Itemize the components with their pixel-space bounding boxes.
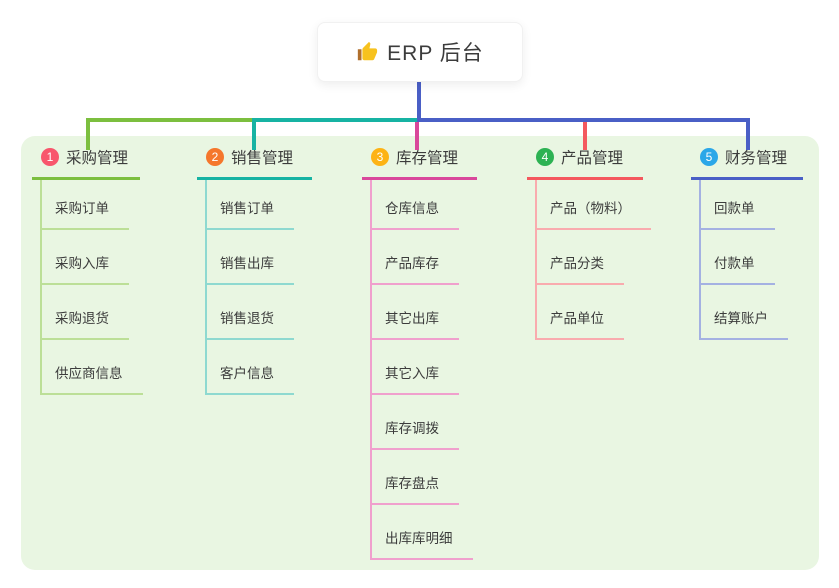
branch-number-badge: 5 — [700, 148, 718, 166]
branch-item-label: 采购订单 — [42, 197, 129, 230]
branch-item-label: 销售订单 — [207, 197, 294, 230]
branch-label: 销售管理 — [231, 150, 294, 167]
branch-item[interactable]: 仓库信息 — [372, 180, 477, 230]
branch-item-label: 产品（物料） — [537, 197, 651, 230]
branch-item[interactable]: 客户信息 — [207, 340, 312, 395]
branch-items: 采购订单 采购入库 采购退货 供应商信息 — [40, 180, 143, 395]
branch-item[interactable]: 结算账户 — [701, 285, 803, 340]
branch-header-sales[interactable]: 2 销售管理 — [197, 146, 312, 180]
branch-item-label: 销售出库 — [207, 252, 294, 285]
branch-item-label: 库存调拨 — [372, 417, 459, 450]
branch-number-badge: 3 — [371, 148, 389, 166]
branch-item[interactable]: 库存调拨 — [372, 395, 477, 450]
branch-item-label: 销售退货 — [207, 307, 294, 340]
branch-item[interactable]: 产品分类 — [537, 230, 643, 285]
branch-item-label: 产品分类 — [537, 252, 624, 285]
branches-background-panel — [21, 136, 819, 570]
branch-item-label: 供应商信息 — [42, 362, 143, 395]
branch-header-purchasing[interactable]: 1 采购管理 — [32, 146, 140, 180]
branch-item[interactable]: 采购订单 — [42, 180, 140, 230]
branch-item[interactable]: 采购入库 — [42, 230, 140, 285]
root-node-erp-backend[interactable]: ERP 后台 — [317, 22, 523, 82]
branch-item-label: 产品库存 — [372, 252, 459, 285]
branch-header-product[interactable]: 4 产品管理 — [527, 146, 643, 180]
branch-finance: 5 财务管理 回款单 付款单 结算账户 — [691, 146, 803, 340]
branch-item-label: 结算账户 — [701, 307, 788, 340]
branch-item[interactable]: 出库库明细 — [372, 505, 477, 560]
branch-item[interactable]: 供应商信息 — [42, 340, 143, 395]
branch-item[interactable]: 付款单 — [701, 230, 803, 285]
branch-label: 采购管理 — [66, 150, 129, 167]
branch-item[interactable]: 产品（物料） — [537, 180, 651, 230]
thumbs-up-icon — [358, 41, 378, 61]
branch-product: 4 产品管理 产品（物料） 产品分类 产品单位 — [527, 146, 651, 340]
branch-header-inventory[interactable]: 3 库存管理 — [362, 146, 477, 180]
connector-bus-teal — [252, 118, 417, 122]
branch-item[interactable]: 销售退货 — [207, 285, 312, 340]
branch-sales: 2 销售管理 销售订单 销售出库 销售退货 客户信息 — [197, 146, 312, 395]
connector-bus-blue — [417, 118, 750, 122]
branch-items: 产品（物料） 产品分类 产品单位 — [535, 180, 651, 340]
connector-root-trunk — [417, 82, 421, 120]
branch-item-label: 采购退货 — [42, 307, 129, 340]
branch-item-label: 产品单位 — [537, 307, 624, 340]
branch-item[interactable]: 销售出库 — [207, 230, 312, 285]
branch-items: 仓库信息 产品库存 其它出库 其它入库 库存调拨 库存盘点 出库库明细 — [370, 180, 477, 560]
connector-drop-product — [583, 118, 587, 150]
branch-item[interactable]: 产品单位 — [537, 285, 643, 340]
branch-item-label: 其它入库 — [372, 362, 459, 395]
branch-item-label: 回款单 — [701, 197, 775, 230]
branch-purchasing: 1 采购管理 采购订单 采购入库 采购退货 供应商信息 — [32, 146, 143, 395]
branch-item[interactable]: 其它入库 — [372, 340, 477, 395]
branch-item[interactable]: 产品库存 — [372, 230, 477, 285]
branch-header-finance[interactable]: 5 财务管理 — [691, 146, 803, 180]
branch-items: 销售订单 销售出库 销售退货 客户信息 — [205, 180, 312, 395]
branch-label: 产品管理 — [561, 150, 624, 167]
branch-item-label: 采购入库 — [42, 252, 129, 285]
branch-item[interactable]: 销售订单 — [207, 180, 312, 230]
root-node-label: ERP 后台 — [387, 42, 484, 65]
branch-number-badge: 4 — [536, 148, 554, 166]
branch-item-label: 仓库信息 — [372, 197, 459, 230]
branch-label: 财务管理 — [725, 150, 788, 167]
branch-item[interactable]: 回款单 — [701, 180, 803, 230]
branch-item-label: 出库库明细 — [372, 527, 473, 560]
connector-drop-sales — [252, 118, 256, 150]
connector-drop-finance — [746, 118, 750, 150]
branch-item[interactable]: 其它出库 — [372, 285, 477, 340]
branch-item-label: 库存盘点 — [372, 472, 459, 505]
branch-item-label: 其它出库 — [372, 307, 459, 340]
connector-drop-inventory — [415, 120, 419, 150]
connector-drop-purchasing — [86, 118, 90, 150]
branch-number-badge: 2 — [206, 148, 224, 166]
branch-label: 库存管理 — [396, 150, 459, 167]
connector-bus-green — [86, 118, 254, 122]
branch-items: 回款单 付款单 结算账户 — [699, 180, 803, 340]
branch-number-badge: 1 — [41, 148, 59, 166]
branch-item-label: 付款单 — [701, 252, 775, 285]
branch-item[interactable]: 库存盘点 — [372, 450, 477, 505]
branch-inventory: 3 库存管理 仓库信息 产品库存 其它出库 其它入库 库存调拨 库存盘点 出库库… — [362, 146, 477, 560]
branch-item-label: 客户信息 — [207, 362, 294, 395]
branch-item[interactable]: 采购退货 — [42, 285, 140, 340]
